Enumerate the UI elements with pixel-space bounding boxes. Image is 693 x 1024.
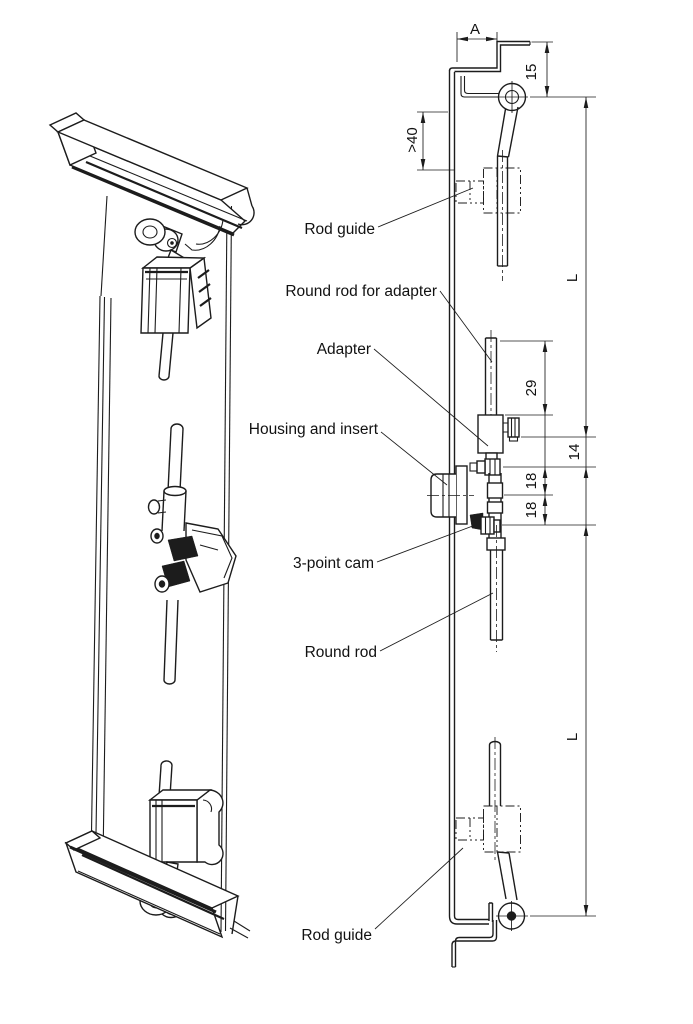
rod-guide-top-isometric: [140, 256, 212, 334]
rod-guide-bottom-isometric: [147, 789, 224, 866]
three-point-cam-isometric: [150, 522, 237, 593]
label-rod-guide-top: Rod guide: [304, 221, 375, 238]
bottom-bracket-side: [448, 902, 498, 968]
dim-l-bottom: L: [564, 733, 581, 741]
label-round-rod-for-adapter: Round rod for adapter: [285, 283, 437, 300]
round-rod-side: [486, 525, 506, 652]
bottom-lever-side: [496, 851, 518, 901]
dimensions: A 15 >40 29 14 18 18 L L: [404, 21, 596, 917]
label-rod-guide-bottom: Rod guide: [301, 927, 372, 944]
cam-bolts-side: [469, 458, 504, 540]
bottom-roller-side: [496, 901, 528, 931]
top-lever-side: [496, 106, 519, 158]
housing-side: [427, 465, 474, 525]
adapter-rod-isometric: [167, 423, 184, 492]
dim-15: 15: [523, 64, 540, 81]
callouts: Rod guide Round rod for adapter Adapter …: [249, 187, 494, 944]
side-view: [427, 40, 531, 968]
bottom-bracket-isometric: [64, 830, 251, 939]
top-roller-side: [496, 81, 528, 113]
isometric-view: [48, 112, 255, 939]
dim-14: 14: [566, 444, 583, 461]
dim-18-upper: 18: [523, 473, 540, 490]
top-rod-side: [496, 150, 509, 281]
dim-a: A: [470, 21, 480, 38]
dim-18-lower: 18: [523, 502, 540, 519]
bottom-rod-side: [488, 737, 502, 862]
middle-rod-isometric: [163, 599, 179, 685]
rod-guide-bottom-side: [455, 805, 521, 853]
label-three-point-cam: 3-point cam: [293, 555, 374, 572]
rod-guide-top-side: [455, 167, 521, 214]
label-round-rod: Round rod: [305, 644, 377, 661]
dimension-arrows: [420, 36, 589, 916]
label-housing-and-insert: Housing and insert: [249, 421, 379, 438]
top-rod-isometric: [158, 332, 174, 381]
adapter-side: [477, 414, 520, 462]
top-bracket-isometric: [48, 112, 255, 251]
dim-l-top: L: [564, 274, 581, 282]
dim-29: 29: [523, 380, 540, 397]
label-adapter: Adapter: [317, 341, 371, 358]
dim-40: >40: [404, 127, 421, 152]
top-bracket-side: [448, 40, 531, 105]
adapter-isometric: [147, 485, 187, 532]
